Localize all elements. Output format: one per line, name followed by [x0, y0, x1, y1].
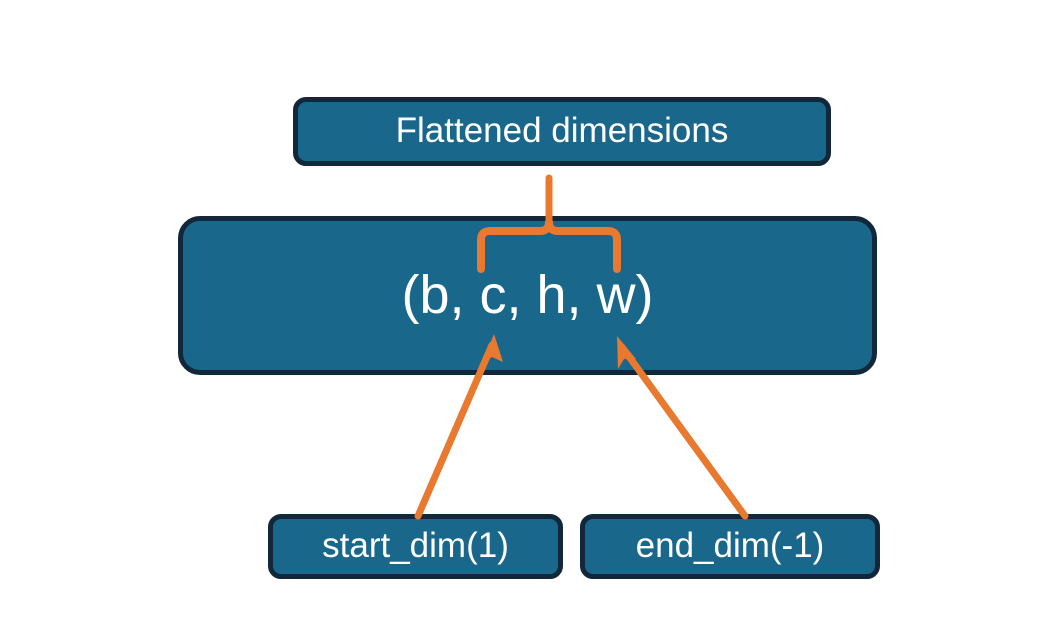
tensor-shape-box: (b, c, h, w): [178, 216, 877, 375]
start-dim-box: start_dim(1): [268, 514, 563, 579]
tensor-shape-label: (b, c, h, w): [401, 264, 654, 325]
start-dim-label: start_dim(1): [322, 526, 509, 566]
flattened-dimensions-label: Flattened dimensions: [395, 111, 729, 151]
end-dim-label: end_dim(-1): [635, 526, 825, 566]
flattened-dimensions-box: Flattened dimensions: [293, 97, 831, 166]
end-dim-box: end_dim(-1): [580, 514, 880, 579]
